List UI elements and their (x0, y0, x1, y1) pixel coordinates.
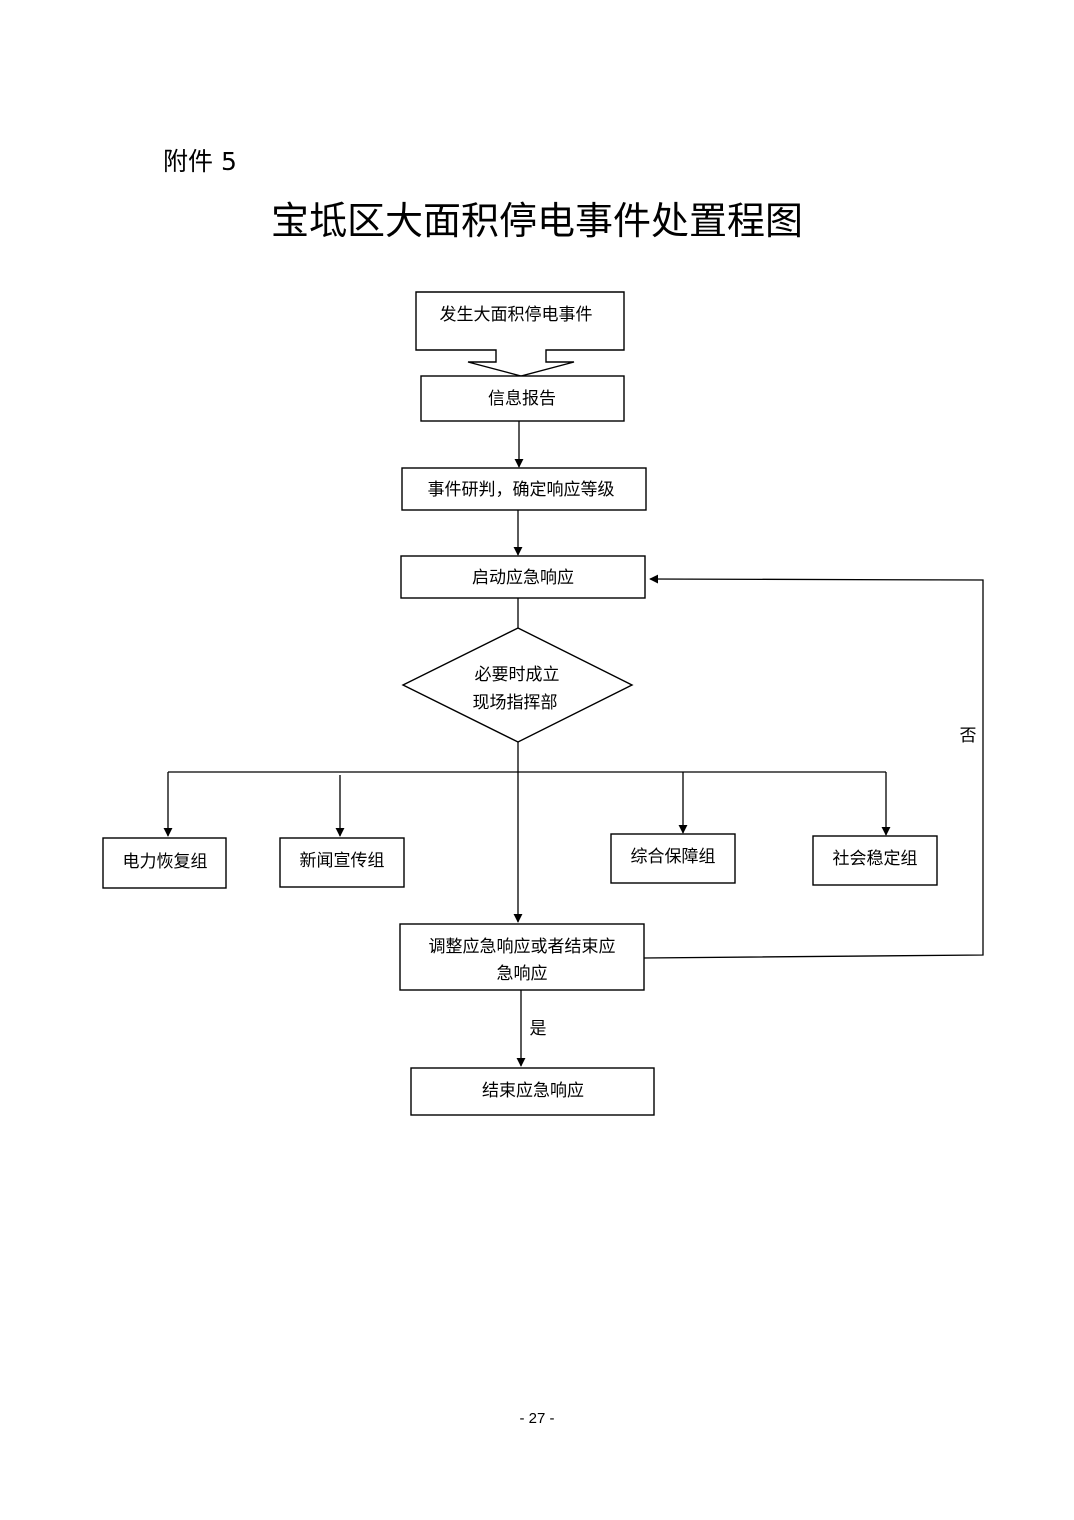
end-response-box (410, 1067, 655, 1116)
event-box (415, 291, 625, 377)
start-response-box (400, 555, 646, 599)
assess-box (401, 467, 647, 511)
loop-back-line (643, 574, 984, 959)
command-label-line1: 必要时成立 (475, 665, 560, 685)
page-number: - 27 - (519, 1410, 555, 1427)
adjust-label-line2: 急响应 (497, 964, 548, 984)
power-group-box (102, 837, 227, 889)
start-response-label: 启动应急响应 (472, 568, 574, 588)
command-label-line2: 现场指挥部 (473, 693, 558, 713)
yes-label: 是 (530, 1019, 547, 1039)
adjust-label-line1: 调整应急响应或者结束应 (429, 937, 616, 957)
social-group-box (812, 835, 938, 886)
no-label: 否 (960, 726, 977, 746)
group-label-social: 社会稳定组 (833, 849, 918, 869)
info-report-label: 信息报告 (488, 389, 556, 409)
event-label: 发生大面积停电事件 (440, 305, 593, 325)
group-label-support: 综合保障组 (631, 847, 716, 867)
page-title: 宝坻区大面积停电事件处置程图 (270, 199, 803, 243)
end-response-label: 结束应急响应 (482, 1081, 584, 1101)
group-label-news: 新闻宣传组 (300, 851, 385, 871)
adjust-box (399, 923, 645, 991)
assess-label: 事件研判，确定响应等级 (428, 480, 615, 500)
support-group-box (610, 833, 736, 884)
group-label-power: 电力恢复组 (123, 852, 208, 872)
annex-label: 附件 5 (163, 147, 237, 176)
info-report-box (420, 375, 625, 422)
news-group-box (279, 837, 405, 888)
command-diamond (401, 627, 634, 743)
